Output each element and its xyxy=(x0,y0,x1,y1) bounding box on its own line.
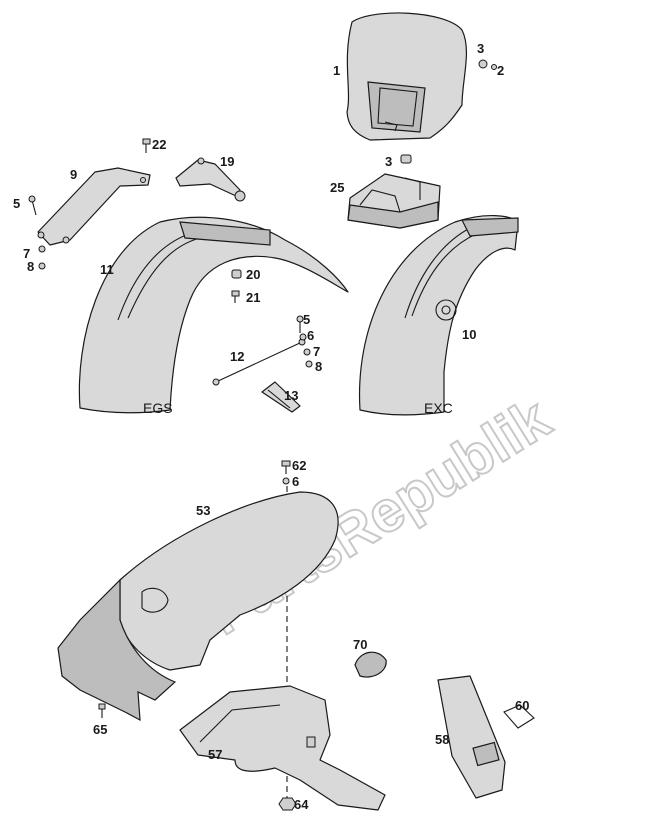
gasket[interactable] xyxy=(503,704,535,729)
front-fender-egs[interactable] xyxy=(78,216,349,414)
label-11: 11 xyxy=(100,262,114,277)
screw-22[interactable] xyxy=(142,138,151,153)
fender-bracket[interactable] xyxy=(37,167,151,246)
label-5b: 5 xyxy=(303,312,310,327)
label-7a: 7 xyxy=(23,246,30,261)
label-12: 12 xyxy=(230,349,244,364)
cable-guide[interactable] xyxy=(261,381,301,413)
label-2: 2 xyxy=(497,63,504,78)
label-22: 22 xyxy=(152,137,166,152)
label-21: 21 xyxy=(246,290,260,305)
reflector[interactable] xyxy=(354,651,387,678)
variant-exc: EXC xyxy=(424,400,453,416)
label-70: 70 xyxy=(353,637,367,652)
label-13: 13 xyxy=(284,388,298,403)
front-fender-exc[interactable] xyxy=(358,214,519,416)
label-7b: 7 xyxy=(313,344,320,359)
cable-12[interactable] xyxy=(212,338,306,386)
label-58: 58 xyxy=(435,732,449,747)
label-10: 10 xyxy=(462,327,476,342)
headlight-unit[interactable] xyxy=(347,173,441,229)
gear-icon xyxy=(435,299,457,321)
rear-mudguard[interactable] xyxy=(179,685,386,811)
label-20: 20 xyxy=(246,267,260,282)
nut-64[interactable] xyxy=(278,797,297,811)
variant-egs: EGS xyxy=(143,400,173,416)
label-60: 60 xyxy=(515,698,529,713)
license-plate-holder[interactable] xyxy=(437,675,506,799)
label-65: 65 xyxy=(93,722,107,737)
label-25: 25 xyxy=(330,180,344,195)
label-6a: 6 xyxy=(307,328,314,343)
label-1: 1 xyxy=(333,63,340,78)
label-9: 9 xyxy=(70,167,77,182)
screw-65[interactable] xyxy=(98,703,106,718)
label-62: 62 xyxy=(292,458,306,473)
label-5a: 5 xyxy=(13,196,20,211)
label-64: 64 xyxy=(294,797,309,812)
hardware-left-5-7-8[interactable] xyxy=(28,195,46,270)
fender-hardware-20-21[interactable] xyxy=(231,269,242,303)
headlight-mask[interactable] xyxy=(346,12,468,141)
label-6b: 6 xyxy=(292,474,299,489)
hardware-middle-5-6-7-8[interactable] xyxy=(296,315,313,368)
support-plate[interactable] xyxy=(175,157,246,202)
nut-hardware-2-3[interactable] xyxy=(400,59,497,164)
label-3a: 3 xyxy=(477,41,484,56)
label-19: 19 xyxy=(220,154,234,169)
rear-fender[interactable] xyxy=(57,491,339,722)
rear-fender-hardware-62-6[interactable] xyxy=(281,460,291,485)
label-57: 57 xyxy=(208,747,222,762)
label-3b: 3 xyxy=(385,154,392,169)
label-8a: 8 xyxy=(27,259,34,274)
label-8b: 8 xyxy=(315,359,322,374)
label-53: 53 xyxy=(196,503,210,518)
